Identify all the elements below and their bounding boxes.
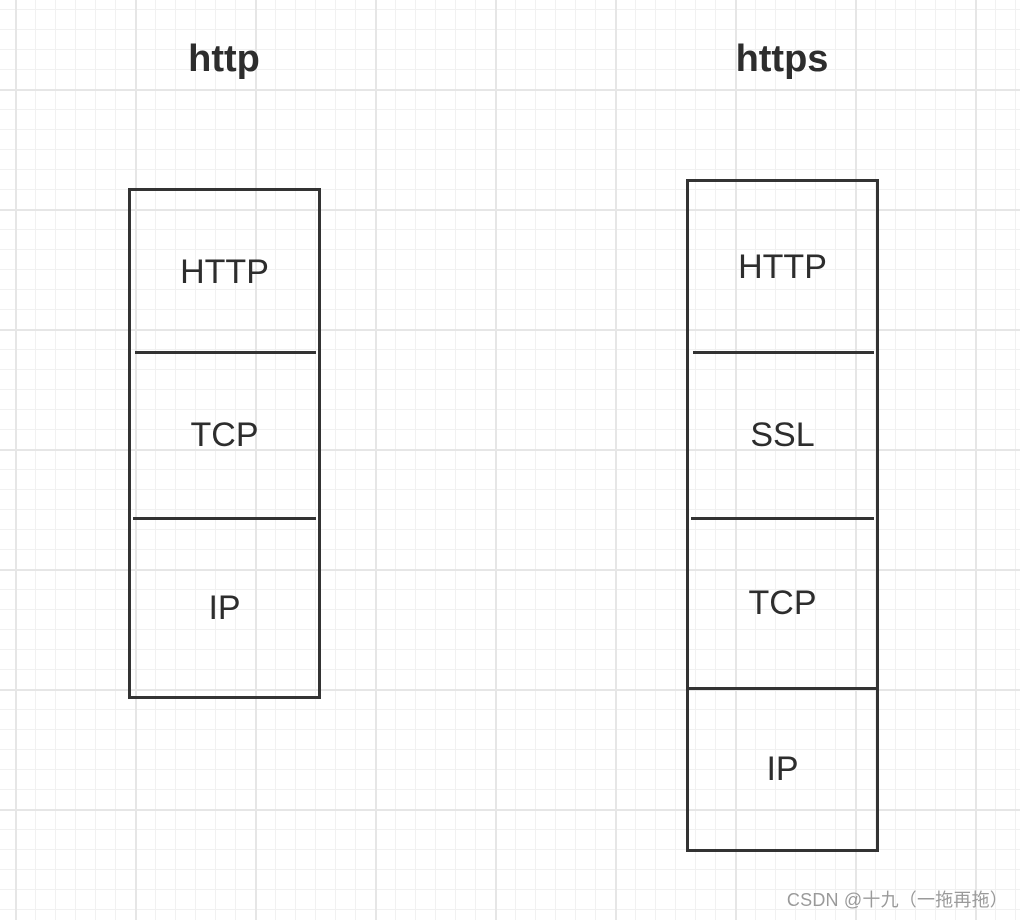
https-layer-tcp: TCP xyxy=(748,584,817,622)
http-divider-2 xyxy=(133,517,316,520)
http-layer-ip: IP xyxy=(208,588,241,627)
http-stack: HTTP TCP IP xyxy=(128,188,321,699)
https-title: https xyxy=(735,38,829,80)
https-layer-ssl: SSL xyxy=(750,416,815,454)
https-divider-1 xyxy=(693,351,874,354)
https-divider-3 xyxy=(689,687,876,690)
https-layer-ip: IP xyxy=(766,750,799,788)
http-title: http xyxy=(188,38,260,80)
https-divider-2 xyxy=(691,517,874,520)
http-divider-1 xyxy=(135,351,316,354)
http-layer-http: HTTP xyxy=(180,252,269,291)
http-layer-tcp: TCP xyxy=(190,416,259,454)
watermark: CSDN @十九（一拖再拖） xyxy=(786,890,1008,910)
https-layer-http: HTTP xyxy=(738,247,827,286)
https-stack: HTTP SSL TCP IP xyxy=(686,179,879,852)
